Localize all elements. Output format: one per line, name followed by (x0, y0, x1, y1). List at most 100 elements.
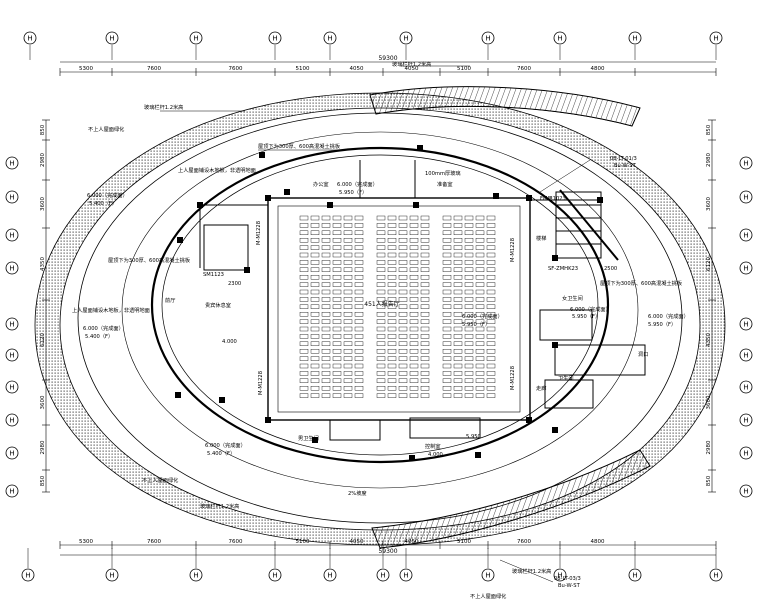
svg-text:H: H (109, 35, 114, 43)
seat (332, 245, 342, 250)
top-railing-note: 玻璃栏杆1.2米高 (392, 60, 431, 68)
column (413, 202, 419, 208)
seat (453, 245, 463, 250)
seat (420, 245, 430, 250)
seat (321, 371, 331, 376)
elev-top-center-b: 5.950（F） (339, 189, 367, 196)
seat (354, 252, 364, 258)
seat (486, 297, 496, 302)
seat (321, 230, 331, 236)
seat (453, 237, 463, 243)
seat (486, 223, 496, 228)
seat (464, 223, 474, 228)
grid-bubble: H (323, 31, 337, 45)
seat (464, 297, 474, 302)
svg-text:H: H (193, 35, 198, 43)
seat (310, 230, 320, 236)
seat (343, 245, 353, 250)
detail-ref-bottom: 08-LT-03/3 (554, 576, 581, 582)
seat (343, 260, 353, 265)
grid-bubble: H (399, 31, 413, 45)
svg-text:H: H (327, 572, 332, 580)
seat (376, 223, 386, 228)
door-tag-3: M-M1228 (510, 238, 516, 262)
seat (387, 393, 397, 398)
column (219, 397, 225, 403)
dim-top-span: 7600 (229, 66, 243, 72)
seat (310, 237, 320, 243)
seat (398, 223, 408, 228)
seat (299, 230, 309, 236)
seat (409, 326, 419, 332)
seat (332, 230, 342, 236)
toilet-label: 卫生间 (558, 374, 574, 382)
seat (299, 267, 309, 272)
svg-text:H: H (485, 572, 490, 580)
svg-text:H: H (713, 35, 718, 43)
seat (310, 349, 320, 354)
svg-text:H: H (9, 450, 14, 458)
seat (398, 356, 408, 361)
grid-bubble: H (5, 228, 19, 242)
seat (409, 304, 419, 309)
seat (332, 275, 342, 280)
seat (475, 349, 485, 354)
seat (310, 275, 320, 280)
dim-left-span: 850 (40, 475, 46, 486)
seat (332, 289, 342, 295)
seat (343, 356, 353, 361)
seat (387, 319, 397, 324)
svg-text:H: H (9, 232, 14, 240)
seat (442, 341, 452, 346)
prep-room-label: 准备室 (437, 180, 453, 188)
seat (486, 312, 496, 317)
seat (321, 215, 331, 221)
seat (387, 275, 397, 280)
seat (354, 326, 364, 332)
seat (343, 326, 353, 332)
seat (376, 275, 386, 280)
seat (343, 378, 353, 383)
seat (486, 215, 496, 221)
seat (343, 363, 353, 369)
grid-bubble: H (739, 228, 753, 242)
seat (321, 237, 331, 243)
lounge-label: 贵宾休息室 (205, 301, 231, 309)
seat (398, 319, 408, 324)
seat (332, 215, 342, 221)
seat (310, 371, 320, 376)
seat (475, 304, 485, 309)
seat (376, 297, 386, 302)
grid-bubble: H (739, 156, 753, 170)
elev-right-1: 6.000（完成面） (570, 305, 611, 313)
seat (321, 378, 331, 383)
seat (343, 349, 353, 354)
seat (343, 297, 353, 302)
dim-2300: 2300 (228, 281, 241, 287)
seat (486, 378, 496, 383)
grid-bubble: H (739, 446, 753, 460)
seat (354, 334, 364, 339)
grid-bubble: H (5, 446, 19, 460)
seat (321, 386, 331, 391)
opening-label: 洞口 (638, 350, 648, 358)
grid-bubble: H (709, 31, 723, 45)
no-access-roof-tl: 不上人屋面绿化 (88, 125, 124, 133)
seat (299, 326, 309, 332)
seat (387, 252, 397, 258)
seat (464, 267, 474, 272)
seat (398, 275, 408, 280)
seat (464, 393, 474, 398)
top-curved-stair (369, 86, 641, 127)
seat (475, 297, 485, 302)
seat (420, 237, 430, 243)
seat (409, 349, 419, 354)
grid-bubble: H (105, 31, 119, 45)
seat (299, 363, 309, 369)
column (552, 342, 558, 348)
seat (354, 223, 364, 228)
seat (310, 260, 320, 265)
grid-bubble: H (268, 568, 282, 582)
seat (299, 378, 309, 383)
